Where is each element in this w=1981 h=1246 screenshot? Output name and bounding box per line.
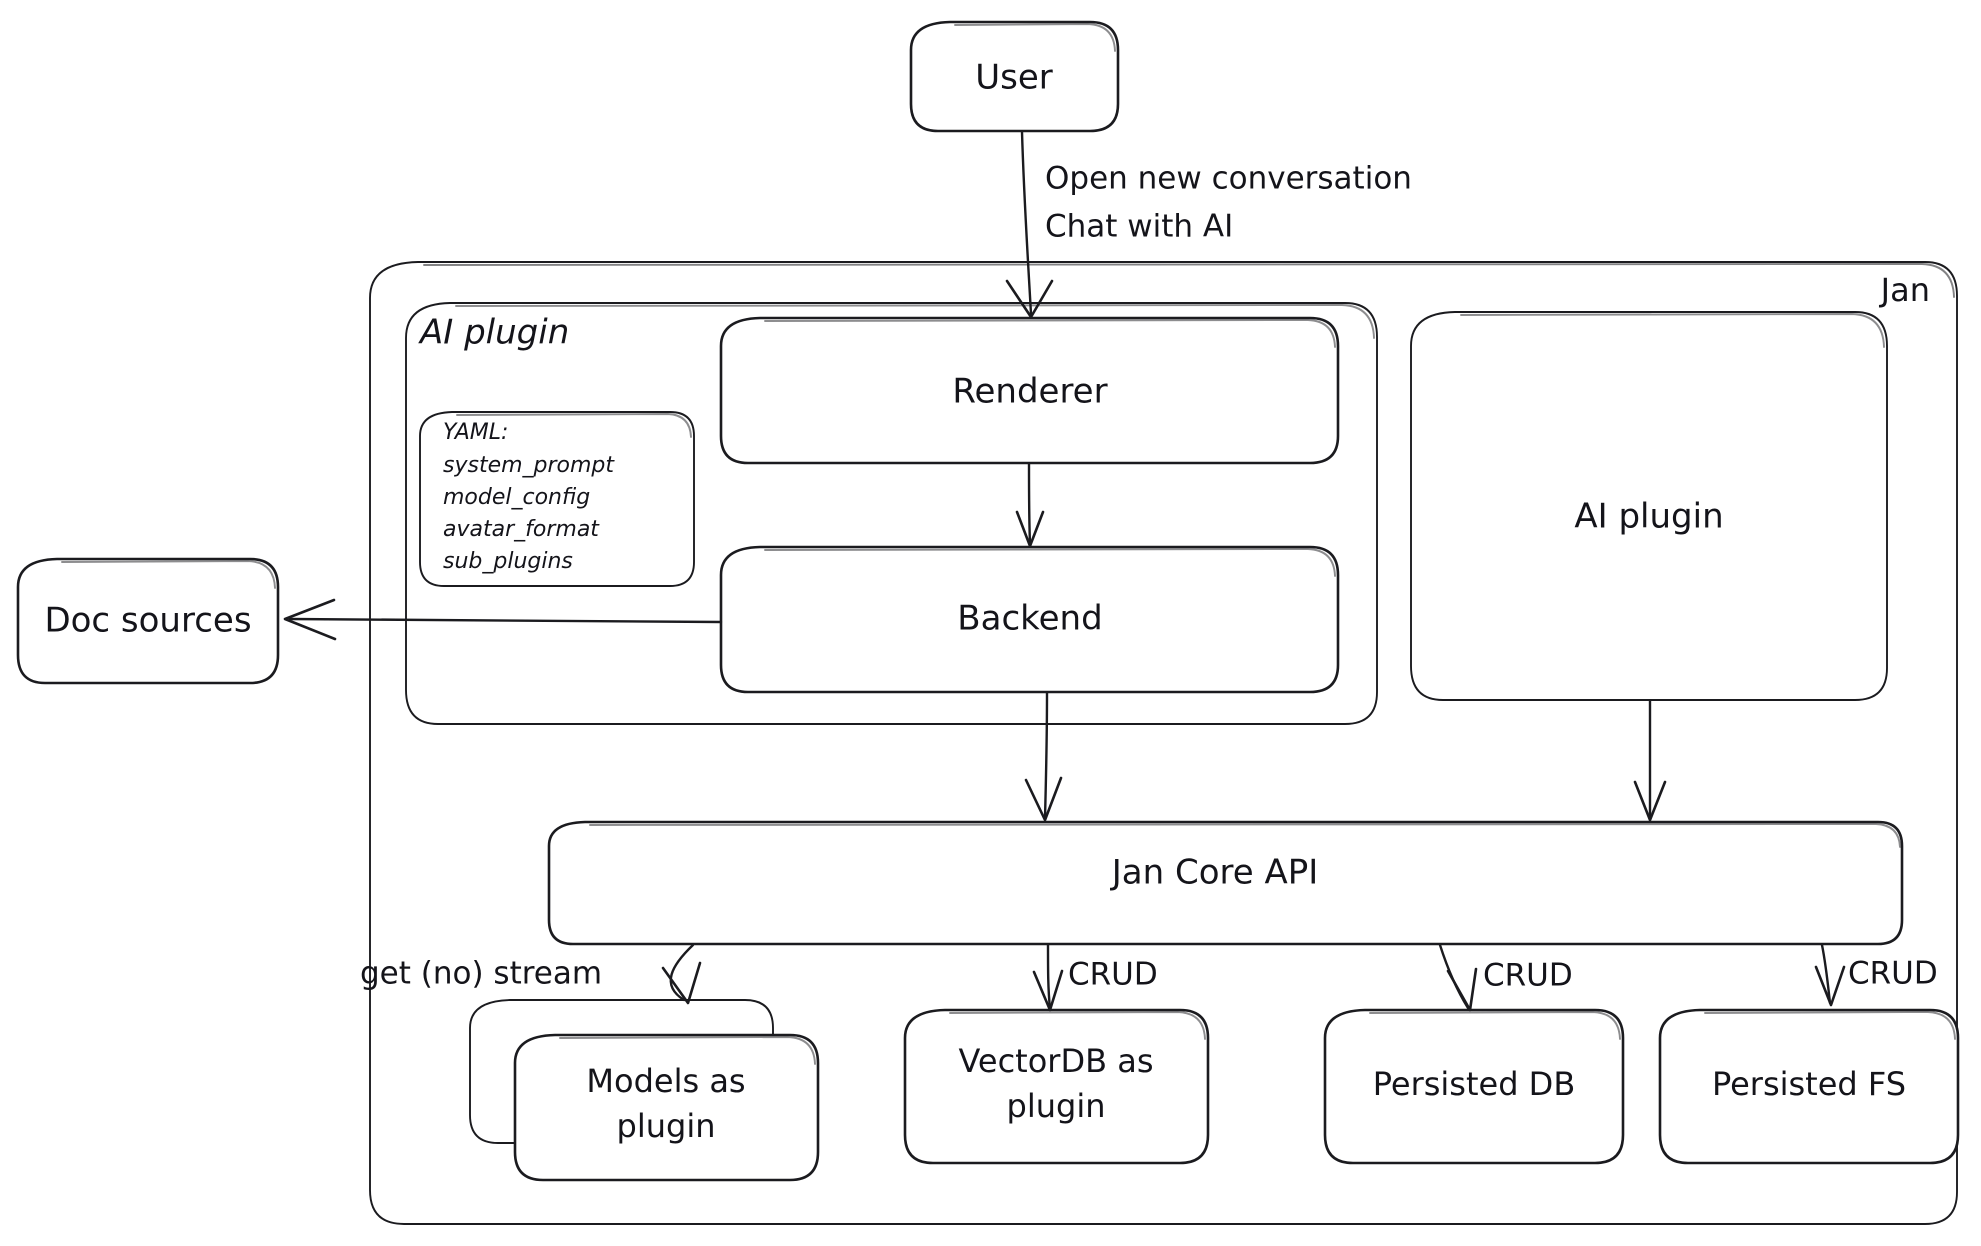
vectordb-plugin-node-label-line2: plugin — [1007, 1087, 1106, 1125]
yaml-line-1: system_prompt — [443, 453, 615, 478]
persisted-fs-node[interactable]: Persisted FS — [1658, 1008, 1960, 1165]
edge-backend-to-doc-sources — [283, 598, 723, 641]
ai-plugin-group[interactable]: AI plugin — [405, 302, 1378, 725]
edge-jan-core-to-vectordb: CRUD — [1032, 943, 1158, 1012]
edge-user-to-renderer-label-line1: Open new conversation — [1045, 161, 1412, 197]
ai-plugin-node[interactable]: AI plugin — [1410, 311, 1888, 701]
edge-user-to-renderer: Open new conversation Chat with AI — [1005, 130, 1412, 319]
edge-jan-core-to-models: get (no) stream — [360, 943, 702, 1005]
edge-jan-core-to-persisted-db-label: CRUD — [1483, 958, 1573, 994]
jan-container[interactable]: Jan — [369, 261, 1958, 1225]
edge-backend-to-jan-core — [1024, 691, 1063, 822]
jan-core-api-node[interactable]: Jan Core API — [547, 820, 1904, 946]
edge-renderer-to-backend — [1015, 462, 1045, 548]
renderer-node[interactable]: Renderer — [719, 316, 1340, 465]
vectordb-plugin-node[interactable]: VectorDB as plugin — [903, 1008, 1210, 1165]
edge-jan-core-to-vectordb-label: CRUD — [1068, 957, 1158, 993]
edge-jan-core-to-persisted-db: CRUD — [1438, 943, 1573, 1012]
ai-plugin-node-label: AI plugin — [1574, 497, 1723, 537]
backend-node[interactable]: Backend — [719, 545, 1340, 694]
edge-user-to-renderer-label-line2: Chat with AI — [1045, 209, 1233, 245]
edge-jan-core-to-models-label: get (no) stream — [360, 956, 602, 992]
yaml-config-card[interactable]: YAML: system_prompt model_config avatar_… — [419, 411, 695, 587]
renderer-node-label: Renderer — [952, 372, 1107, 412]
edge-ai-plugin-to-jan-core — [1633, 699, 1667, 822]
ai-plugin-group-label: AI plugin — [418, 313, 569, 353]
persisted-fs-node-label: Persisted FS — [1712, 1065, 1906, 1103]
models-plugin-node[interactable]: Models as plugin — [469, 999, 820, 1182]
yaml-line-4: sub_plugins — [443, 549, 573, 574]
edge-jan-core-to-persisted-fs-label: CRUD — [1848, 956, 1938, 992]
jan-container-label: Jan — [1879, 271, 1930, 309]
edge-jan-core-to-persisted-fs: CRUD — [1814, 943, 1938, 1007]
persisted-db-node-label: Persisted DB — [1373, 1065, 1576, 1103]
yaml-line-2: model_config — [443, 485, 590, 510]
doc-sources-node[interactable]: Doc sources — [16, 557, 280, 685]
vectordb-plugin-node-label-line1: VectorDB as — [958, 1042, 1153, 1080]
yaml-line-0: YAML: — [443, 420, 508, 445]
backend-node-label: Backend — [957, 599, 1102, 639]
user-node[interactable]: User — [909, 20, 1120, 133]
models-plugin-node-label-line2: plugin — [617, 1107, 716, 1145]
models-plugin-node-label-line1: Models as — [586, 1062, 745, 1100]
doc-sources-node-label: Doc sources — [44, 601, 251, 641]
yaml-line-3: avatar_format — [443, 517, 600, 542]
persisted-db-node[interactable]: Persisted DB — [1323, 1008, 1625, 1165]
jan-core-api-node-label: Jan Core API — [1110, 853, 1319, 893]
user-node-label: User — [975, 58, 1053, 98]
